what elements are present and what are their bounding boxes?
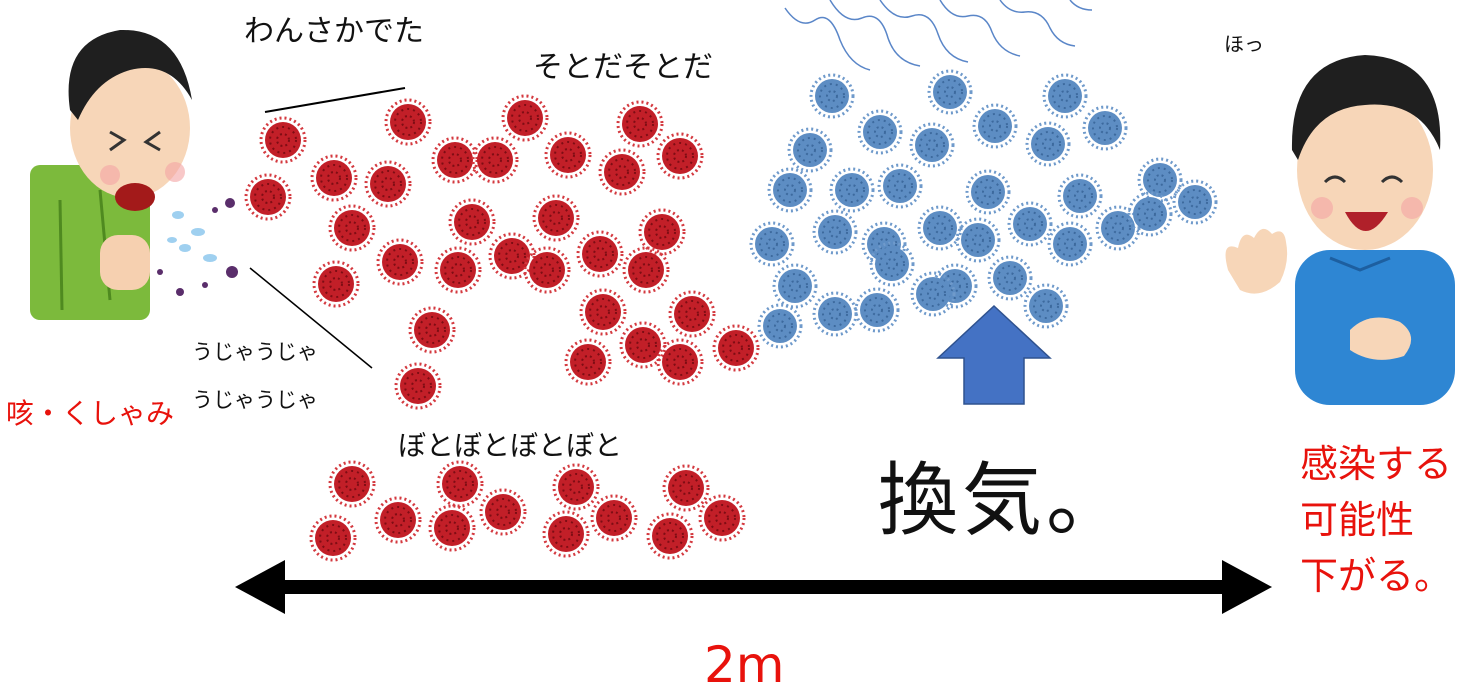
relieved-person (1225, 55, 1455, 405)
label-sotoda: そとだそとだ (533, 50, 713, 85)
callout-line (249, 267, 373, 369)
risk-line-2: 可能性 (1300, 498, 1415, 542)
red-virus-icon (244, 94, 760, 410)
label-relief: ほっ (1224, 32, 1264, 56)
label-ujya-2: うじゃうじゃ (192, 388, 318, 412)
label-cough-sneeze: 咳・くしゃみ (6, 397, 175, 430)
red-virus-icon (309, 460, 746, 562)
blue-virus-icon (749, 69, 1218, 349)
label-risk-reduced: 感染する 可能性 下がる。 (1300, 436, 1452, 604)
up-arrow-icon (936, 304, 1052, 405)
risk-line-1: 感染する (1300, 442, 1453, 486)
callout-line (264, 87, 406, 113)
label-wansaka: わんさかでた (244, 14, 424, 49)
label-botobo: ぼとぼとぼとぼと (398, 429, 623, 462)
risk-line-3: 下がる。 (1300, 554, 1453, 598)
label-ventilation: 換気。 (878, 454, 1130, 547)
droplets (157, 198, 238, 296)
label-ujya-1: うじゃうじゃ (192, 340, 318, 364)
label-distance: 2m (704, 636, 785, 694)
double-arrow-icon (235, 560, 1272, 614)
coughing-person (30, 29, 192, 320)
wind-lines-icon (784, 0, 1093, 71)
